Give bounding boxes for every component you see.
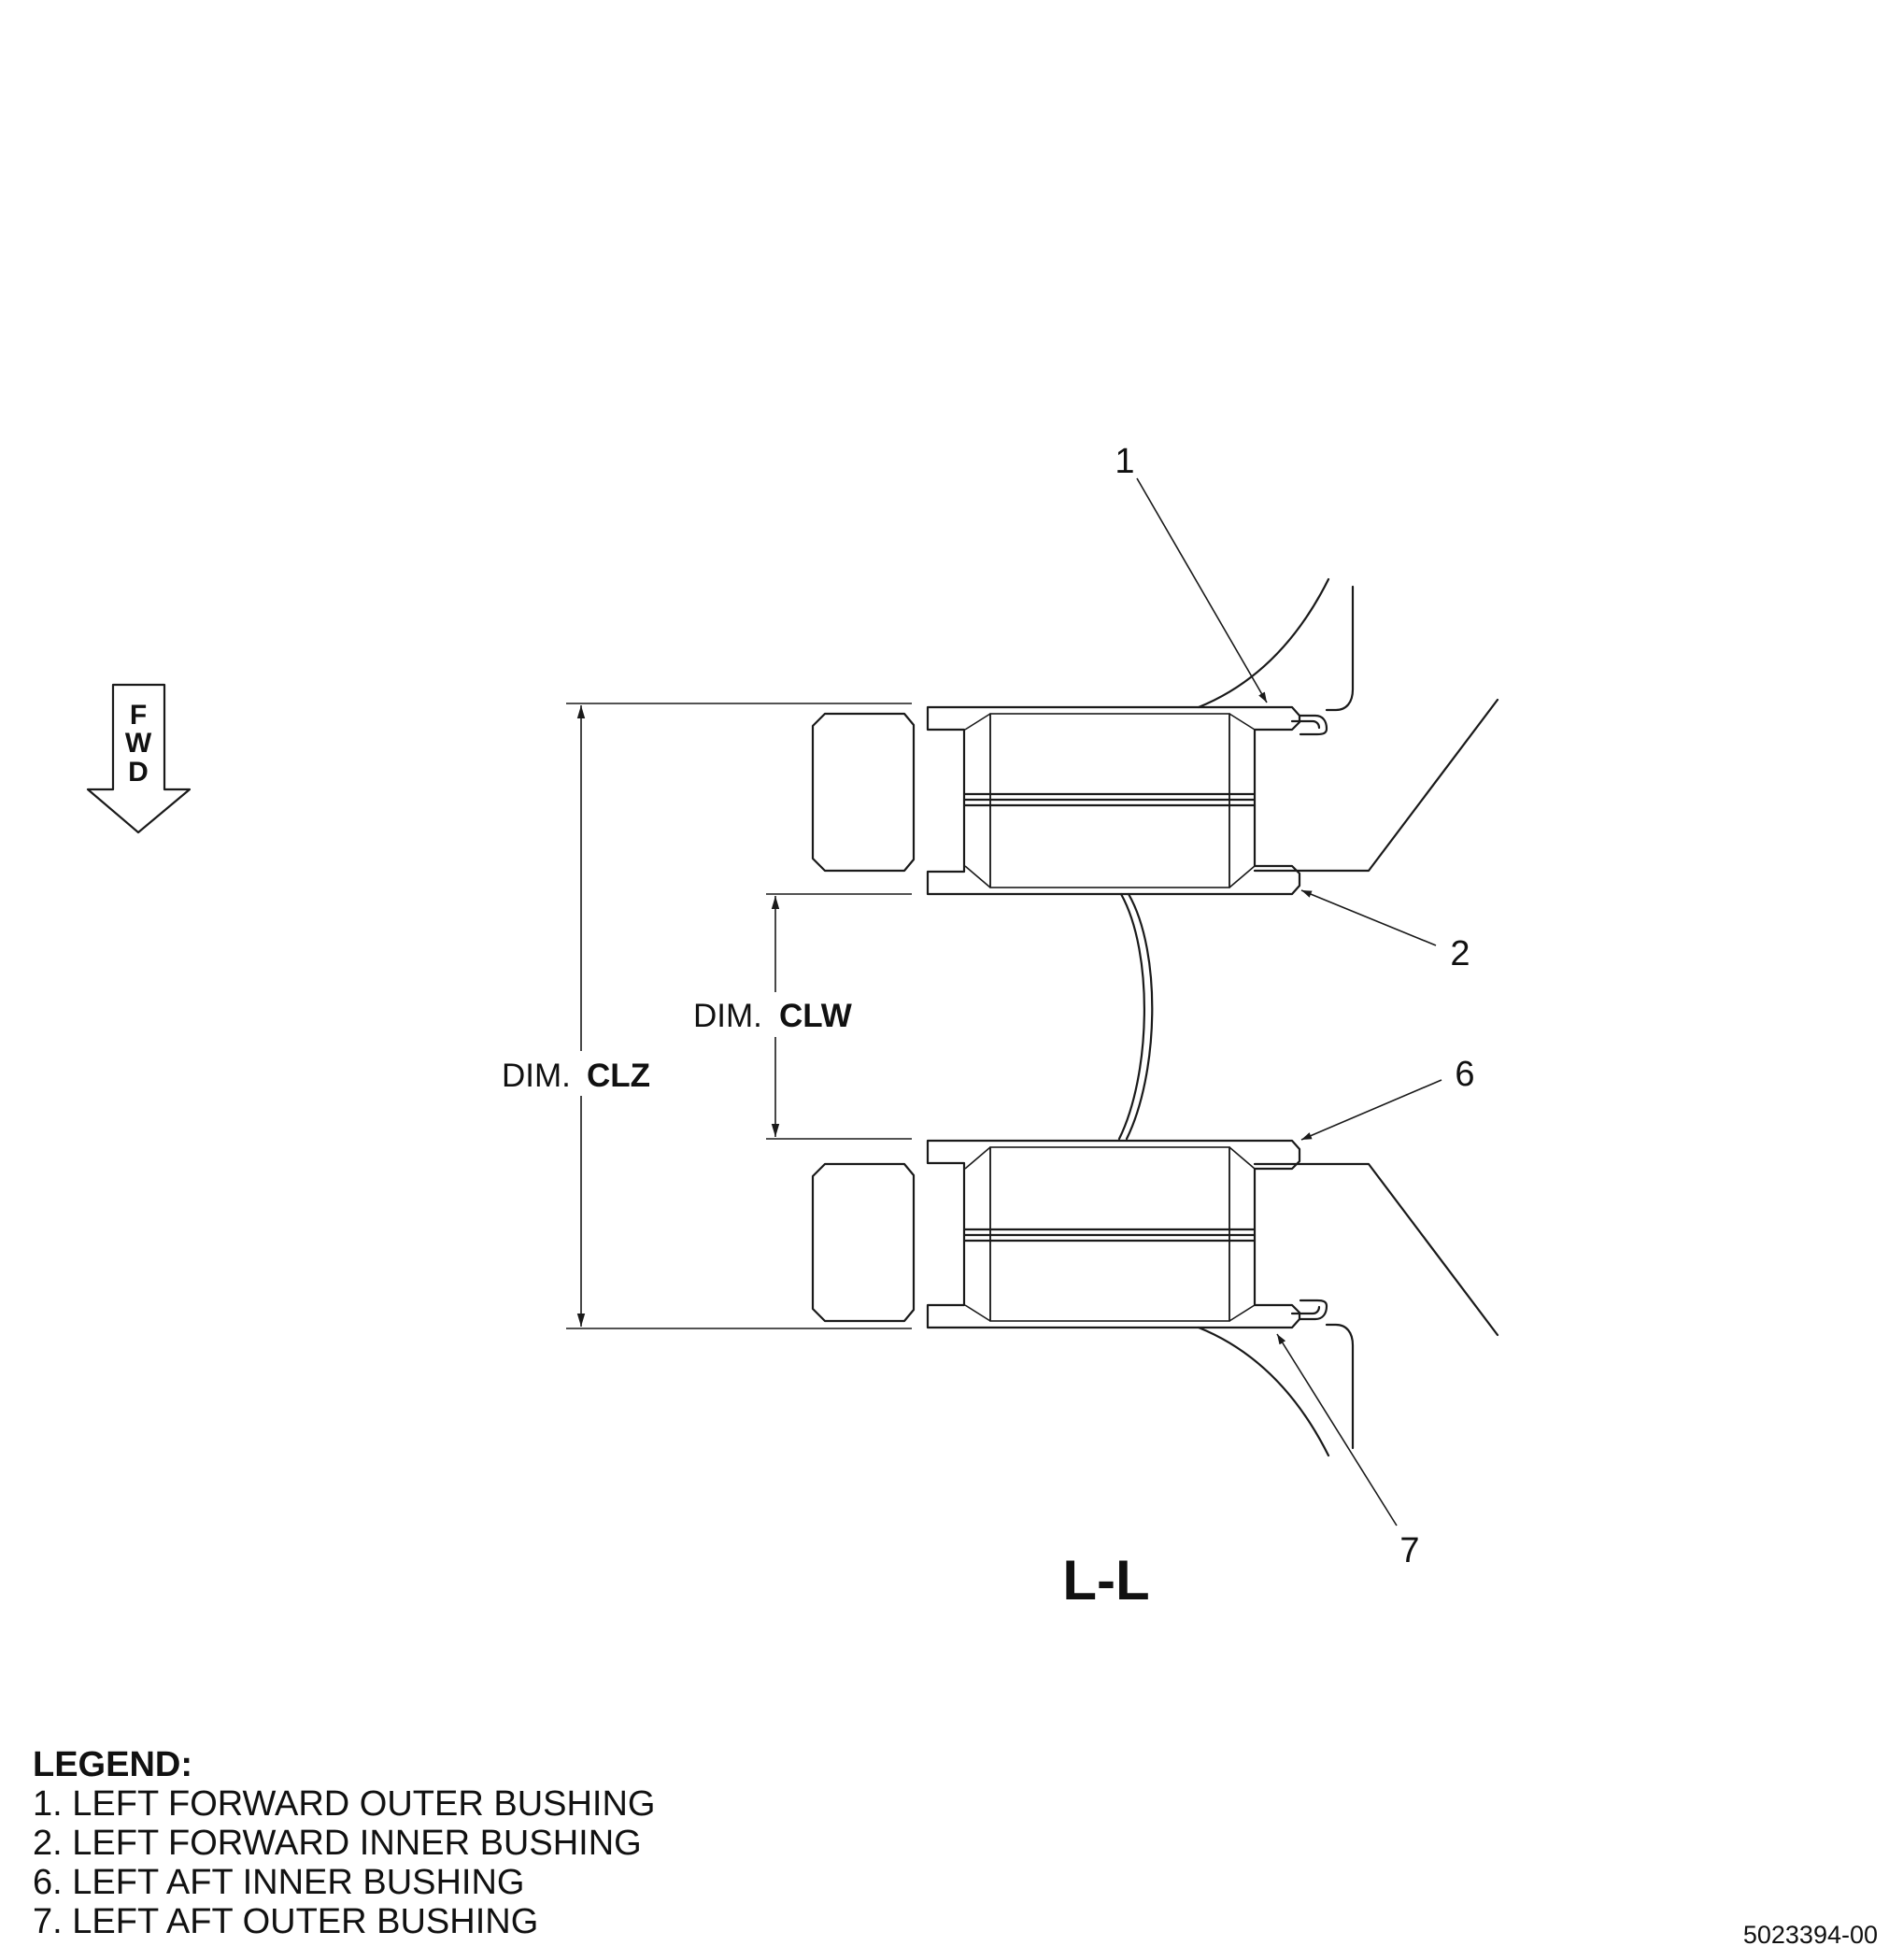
callout-1: 1: [1115, 442, 1134, 481]
legend-item: 2. LEFT FORWARD INNER BUSHING: [33, 1824, 642, 1863]
legend-item: 7. LEFT AFT OUTER BUSHING: [33, 1902, 539, 1941]
legend: LEGEND: 1. LEFT FORWARD OUTER BUSHING 2.…: [33, 1745, 655, 1941]
dimension-clz: DIM. CLZ: [495, 703, 912, 1329]
dim-clz-code: CLZ: [587, 1058, 650, 1094]
figure-number: 5023394-00: [1742, 1921, 1878, 1949]
aft-web-curve: [1197, 1326, 1330, 1457]
forward-bushing-assembly: [811, 577, 1499, 896]
callout-2-leader: [1300, 889, 1437, 946]
legend-header: LEGEND:: [33, 1745, 192, 1784]
forward-web-curve: [1197, 577, 1330, 709]
callout-6-leader: [1300, 1079, 1442, 1141]
forward-bushing-flanges: [926, 705, 1301, 896]
dim-clw-prefix: DIM.: [693, 998, 762, 1034]
forward-lug-block: [811, 712, 916, 873]
dim-clz-prefix: DIM.: [502, 1058, 571, 1094]
view-title: L-L: [1062, 1549, 1149, 1612]
legend-item: 6. LEFT AFT INNER BUSHING: [33, 1863, 525, 1902]
fwd-letter-d: D: [128, 757, 149, 788]
fwd-letter-w: W: [125, 728, 152, 759]
callout-7-leader: [1276, 1333, 1398, 1527]
callout-1-leader: [1136, 477, 1268, 703]
aft-bushing-assembly: [811, 1139, 1499, 1457]
dim-clw-code: CLW: [779, 998, 852, 1034]
fwd-letter-f: F: [130, 700, 147, 731]
connecting-web: [1117, 892, 1145, 1141]
fwd-arrow-icon: F W D: [86, 683, 192, 834]
legend-item: 1. LEFT FORWARD OUTER BUSHING: [33, 1784, 656, 1824]
aft-lug-block: [811, 1162, 916, 1323]
callout-2: 2: [1450, 934, 1470, 973]
aft-bushing-flanges: [926, 1139, 1301, 1329]
dimension-clw: DIM. CLW: [688, 893, 912, 1140]
callout-6: 6: [1455, 1055, 1474, 1094]
callout-7: 7: [1399, 1531, 1419, 1570]
